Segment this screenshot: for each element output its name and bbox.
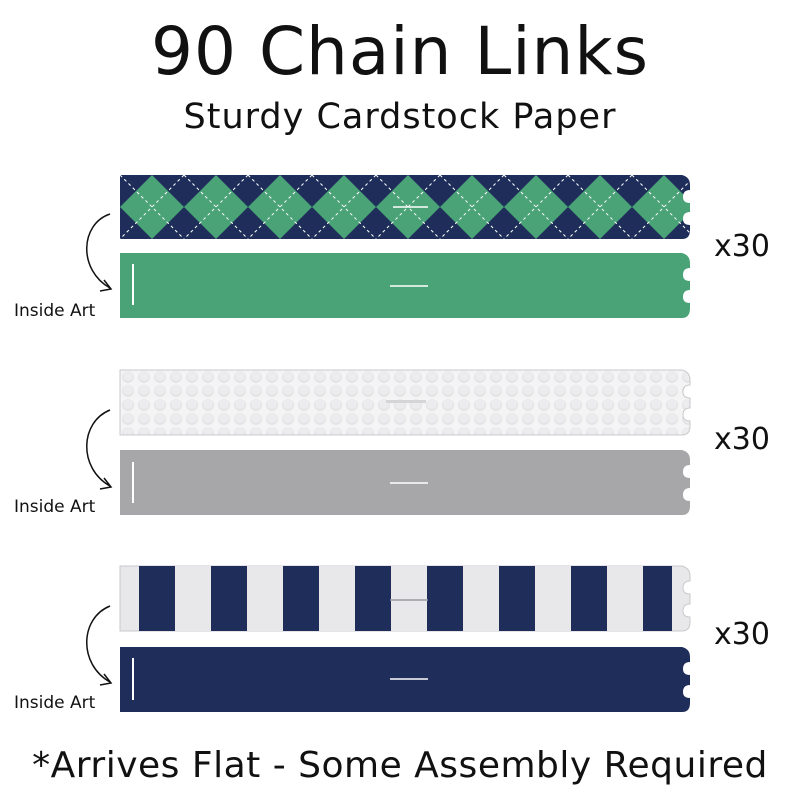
inside-art-label: Inside Art	[14, 301, 96, 321]
quantity-label: x30	[714, 617, 770, 652]
slit-mark	[386, 400, 426, 403]
chain-link-set-3	[86, 565, 691, 712]
page-subtitle: Sturdy Cardstock Paper	[183, 97, 617, 137]
fold-arrow-icon	[86, 213, 111, 289]
page-title: 90 Chain Links	[150, 13, 649, 90]
fold-arrow-icon	[86, 605, 111, 683]
inside-art-label: Inside Art	[14, 693, 96, 713]
assembly-note: *Arrives Flat - Some Assembly Required	[32, 745, 768, 786]
inside-art-label: Inside Art	[14, 497, 96, 517]
chain-link-set-2	[86, 369, 691, 515]
chain-link-set-1	[86, 175, 690, 318]
quantity-label: x30	[714, 422, 770, 457]
stripe-pattern	[139, 566, 672, 631]
quantity-label: x30	[714, 229, 770, 264]
fold-arrow-icon	[86, 409, 111, 487]
